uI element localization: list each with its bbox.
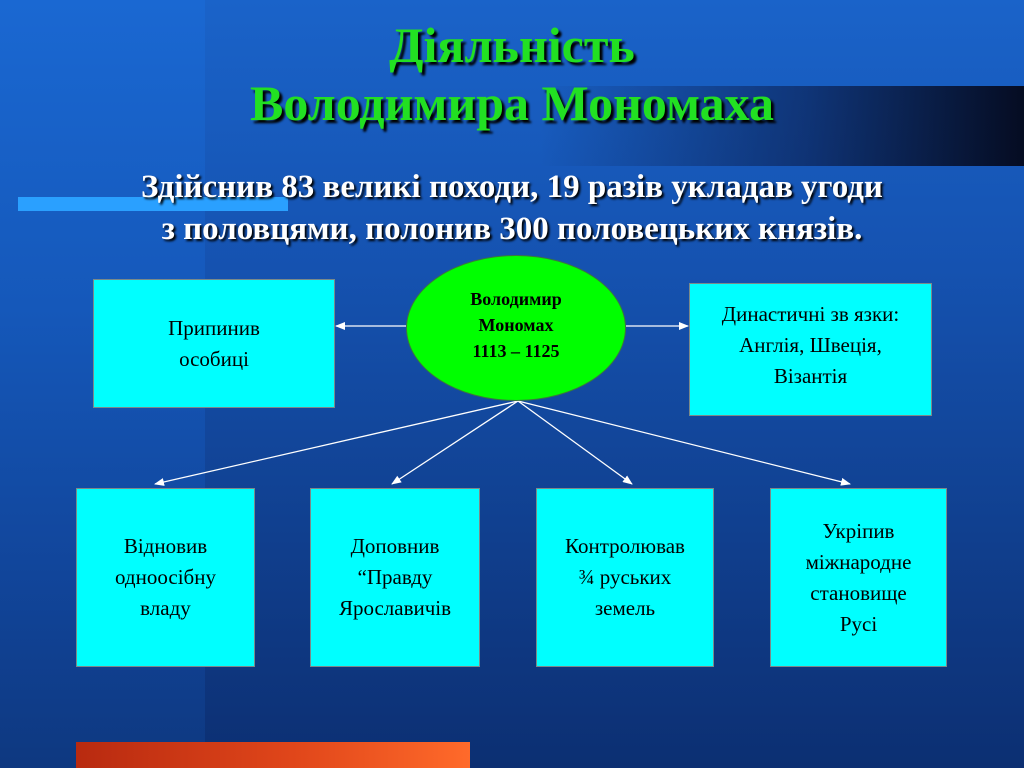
box-strengthened-position: Укріпив міжнародне становище Русі <box>770 488 947 667</box>
box-controlled-lands-text: Контролював ¾ руських земель <box>565 534 685 620</box>
center-node-text: Володимир Мономах 1113 – 1125 <box>470 289 562 361</box>
title-line-2: Володимира Мономаха <box>249 75 775 131</box>
background-dark-band <box>540 86 1024 166</box>
slide-subtitle: Здійснив 83 великі походи, 19 разів укла… <box>40 166 984 250</box>
subtitle-line-1: Здійснив 83 великі походи, 19 разів укла… <box>141 169 883 205</box>
box-supplemented-pravda: Доповнив “Правду Ярославичів <box>310 488 480 667</box>
box-stopped-appanage-text: Припинив особиці <box>168 315 260 371</box>
slide-title: Діяльність Володимира Мономаха <box>0 16 1024 132</box>
box-supplemented-pravda-text: Доповнив “Правду Ярославичів <box>338 534 452 620</box>
decorative-stripe <box>18 197 288 211</box>
box-strengthened-position-text: Укріпив міжнародне становище Русі <box>805 518 912 636</box>
arrow-to-bottom-box-1 <box>154 400 519 486</box>
decorative-bottom-bar <box>76 742 470 768</box>
arrow-to-bottom-box-4 <box>517 400 851 486</box>
box-restored-sole-rule-text: Відновив одноосібну владу <box>115 534 216 620</box>
box-stopped-appanage: Припинив особиці <box>93 279 335 408</box>
box-dynastic-ties: Династичні зв язки: Англія, Швеція, Віза… <box>689 283 932 416</box>
box-dynastic-ties-text: Династичні зв язки: Англія, Швеція, Віза… <box>721 302 900 388</box>
box-controlled-lands: Контролював ¾ руських земель <box>536 488 714 667</box>
subtitle-line-2: з половцями, полонив 300 половецьких кня… <box>161 211 863 247</box>
arrow-to-bottom-box-3 <box>517 400 633 485</box>
arrow-to-bottom-box-2 <box>391 400 519 485</box>
center-node-volodymyr-monomakh: Володимир Мономах 1113 – 1125 <box>406 255 626 401</box>
title-line-1: Діяльність <box>389 17 635 73</box>
box-restored-sole-rule: Відновив одноосібну владу <box>76 488 255 667</box>
